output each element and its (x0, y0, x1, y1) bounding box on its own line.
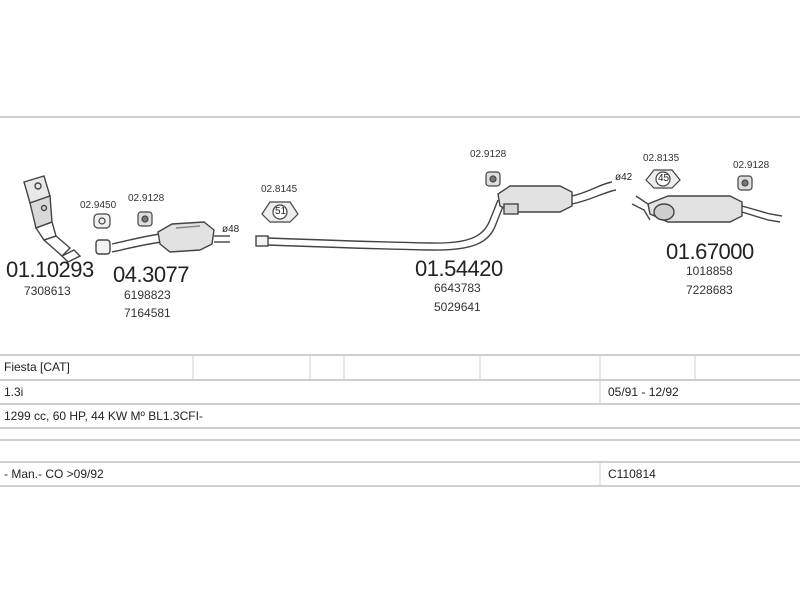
front-pipe-ref-1: 6198823 (124, 288, 171, 302)
middle-pipe-part (255, 181, 617, 251)
manifold-part (23, 175, 82, 263)
diameter-middle: ø42 (615, 172, 633, 183)
hanger-rear-label: 45 (658, 173, 670, 184)
hanger-front-icon (261, 201, 299, 223)
rear-ref-2: 7228683 (686, 283, 733, 297)
seal-manifold-icon (93, 213, 111, 229)
middle-ref-1: 6643783 (434, 281, 481, 295)
table-grid (0, 354, 800, 487)
system-code: C110814 (608, 467, 656, 481)
rear-part-number: 01.67000 (666, 239, 754, 264)
manifold-part-number: 01.10293 (6, 257, 94, 282)
vehicle-model: Fiesta [CAT] (4, 360, 70, 374)
manifold-ref-1: 7308613 (24, 284, 71, 298)
engine-variant: 1.3i (4, 385, 24, 399)
clamp-front-number: 02.9128 (128, 193, 165, 204)
clamp-rear-number: 02.9128 (733, 160, 770, 171)
middle-ref-2: 5029641 (434, 300, 481, 314)
hanger-rear-icon (645, 169, 681, 189)
diameter-front: ø48 (222, 224, 240, 235)
front-pipe-part-number: 04.3077 (113, 262, 190, 287)
rear-muffler-part (631, 195, 783, 223)
front-pipe-part (95, 221, 230, 255)
engine-specs: 1299 cc, 60 HP, 44 KW Mº BL1.3CFI- (4, 409, 203, 423)
hanger-rear-number: 02.8135 (643, 153, 680, 164)
fitment-notes: - Man.- CO >09/92 (4, 467, 104, 481)
clamp-front-icon (137, 211, 153, 227)
seal-manifold-number: 02.9450 (80, 200, 117, 211)
front-pipe-ref-2: 7164581 (124, 306, 171, 320)
middle-part-number: 01.54420 (415, 256, 503, 281)
clamp-middle-icon (485, 171, 501, 187)
clamp-middle-number: 02.9128 (470, 149, 507, 160)
production-years: 05/91 - 12/92 (608, 385, 679, 399)
hanger-front-number: 02.8145 (261, 184, 298, 195)
rear-ref-1: 1018858 (686, 264, 733, 278)
clamp-rear-icon (737, 175, 753, 191)
hanger-front-label: 51 (275, 206, 287, 217)
